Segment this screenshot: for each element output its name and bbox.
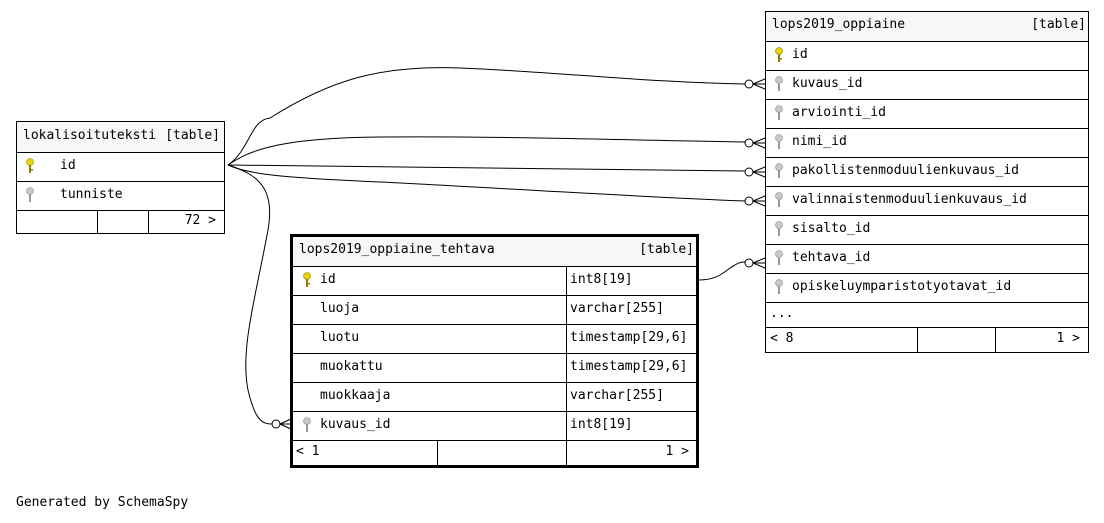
column-row: valinnaistenmoduulienkuvaus_id bbox=[766, 186, 1088, 216]
column-row: muokattu timestamp[29,6] bbox=[293, 353, 696, 383]
column-type: int8[19] bbox=[570, 417, 633, 432]
index-key-icon bbox=[25, 187, 35, 207]
table-tag: [table] bbox=[1031, 17, 1086, 32]
table-name: lops2019_oppiaine bbox=[772, 17, 906, 32]
column-name: muokattu bbox=[320, 359, 383, 374]
column-row: id bbox=[17, 152, 224, 182]
index-key-icon bbox=[774, 221, 784, 241]
column-name: tunniste bbox=[60, 187, 123, 202]
column-name: kuvaus_id bbox=[320, 417, 391, 432]
generated-by-label: Generated by SchemaSpy bbox=[16, 495, 189, 510]
child-count: 72 > bbox=[184, 213, 216, 228]
column-type: timestamp[29,6] bbox=[570, 330, 688, 345]
column-row: luoja varchar[255] bbox=[293, 295, 696, 325]
column-name: id bbox=[792, 47, 808, 62]
link-tehtava-id bbox=[698, 261, 746, 281]
primary-key-icon bbox=[25, 158, 35, 178]
link-valinnaisten bbox=[227, 164, 746, 202]
table-tag: [table] bbox=[165, 128, 220, 143]
column-type: timestamp[29,6] bbox=[570, 359, 688, 374]
index-key-icon bbox=[774, 76, 784, 96]
index-key-icon bbox=[774, 163, 784, 183]
column-row: id bbox=[766, 41, 1088, 71]
table-footer: 72 > bbox=[17, 210, 224, 233]
primary-key-icon bbox=[774, 47, 784, 67]
column-name: sisalto_id bbox=[792, 221, 871, 236]
column-type: varchar[255] bbox=[570, 301, 664, 316]
column-name: id bbox=[320, 272, 336, 287]
column-name: valinnaistenmoduulienkuvaus_id bbox=[792, 192, 1027, 207]
column-type: varchar[255] bbox=[570, 388, 664, 403]
parent-count: < 1 bbox=[296, 444, 320, 459]
index-key-icon bbox=[774, 105, 784, 125]
child-count: 1 > bbox=[665, 444, 689, 459]
column-row: luotu timestamp[29,6] bbox=[293, 324, 696, 354]
index-key-icon bbox=[774, 250, 784, 270]
table-header: lops2019_oppiaine [table] bbox=[766, 12, 1088, 42]
child-count: 1 > bbox=[1056, 331, 1080, 346]
table-footer: < 1 1 > bbox=[293, 440, 696, 465]
column-row: kuvaus_id int8[19] bbox=[293, 411, 696, 441]
column-row: nimi_id bbox=[766, 128, 1088, 158]
column-row: id int8[19] bbox=[293, 266, 696, 296]
primary-key-icon bbox=[302, 272, 312, 292]
index-key-icon bbox=[774, 134, 784, 154]
column-name: id bbox=[60, 158, 76, 173]
column-row: opiskeluymparistotyotavat_id bbox=[766, 273, 1088, 303]
column-row: kuvaus_id bbox=[766, 70, 1088, 100]
table-header: lops2019_oppiaine_tehtava [table] bbox=[293, 237, 696, 267]
link-pakollisten bbox=[227, 164, 746, 172]
column-row: muokkaaja varchar[255] bbox=[293, 382, 696, 412]
column-name: luotu bbox=[320, 330, 360, 345]
index-key-icon bbox=[774, 192, 784, 212]
column-row: arviointi_id bbox=[766, 99, 1088, 129]
link-tehtava-kuvaus bbox=[227, 164, 273, 425]
column-type: int8[19] bbox=[570, 272, 633, 287]
parent-count: < 8 bbox=[770, 331, 794, 346]
table-lokalisoituteksti[interactable]: lokalisoituteksti [table] id tunniste 72… bbox=[16, 121, 225, 234]
index-key-icon bbox=[774, 279, 784, 299]
column-name: nimi_id bbox=[792, 134, 847, 149]
column-name: tehtava_id bbox=[792, 250, 871, 265]
link-nimi bbox=[227, 136, 746, 166]
column-row: tunniste bbox=[17, 181, 224, 211]
column-name: kuvaus_id bbox=[792, 76, 863, 91]
column-row: sisalto_id bbox=[766, 215, 1088, 245]
table-name: lops2019_oppiaine_tehtava bbox=[299, 242, 495, 257]
column-row: tehtava_id bbox=[766, 244, 1088, 274]
more-columns: ... bbox=[766, 302, 1088, 328]
index-key-icon bbox=[302, 417, 312, 437]
table-lops2019-oppiaine[interactable]: lops2019_oppiaine [table] id kuvaus_id a… bbox=[765, 11, 1089, 353]
column-row: pakollistenmoduulienkuvaus_id bbox=[766, 157, 1088, 187]
table-lops2019-oppiaine-tehtava[interactable]: lops2019_oppiaine_tehtava [table] id int… bbox=[290, 234, 699, 468]
column-name: muokkaaja bbox=[320, 388, 391, 403]
link-kuvaus bbox=[227, 67, 746, 166]
ellipsis: ... bbox=[770, 306, 794, 321]
column-name: arviointi_id bbox=[792, 105, 886, 120]
table-footer: < 8 1 > bbox=[766, 327, 1088, 352]
column-name: pakollistenmoduulienkuvaus_id bbox=[792, 163, 1019, 178]
table-header: lokalisoituteksti [table] bbox=[17, 122, 224, 153]
table-tag: [table] bbox=[639, 242, 694, 257]
table-name: lokalisoituteksti bbox=[23, 128, 157, 143]
column-name: luoja bbox=[320, 301, 360, 316]
column-name: opiskeluymparistotyotavat_id bbox=[792, 279, 1012, 294]
